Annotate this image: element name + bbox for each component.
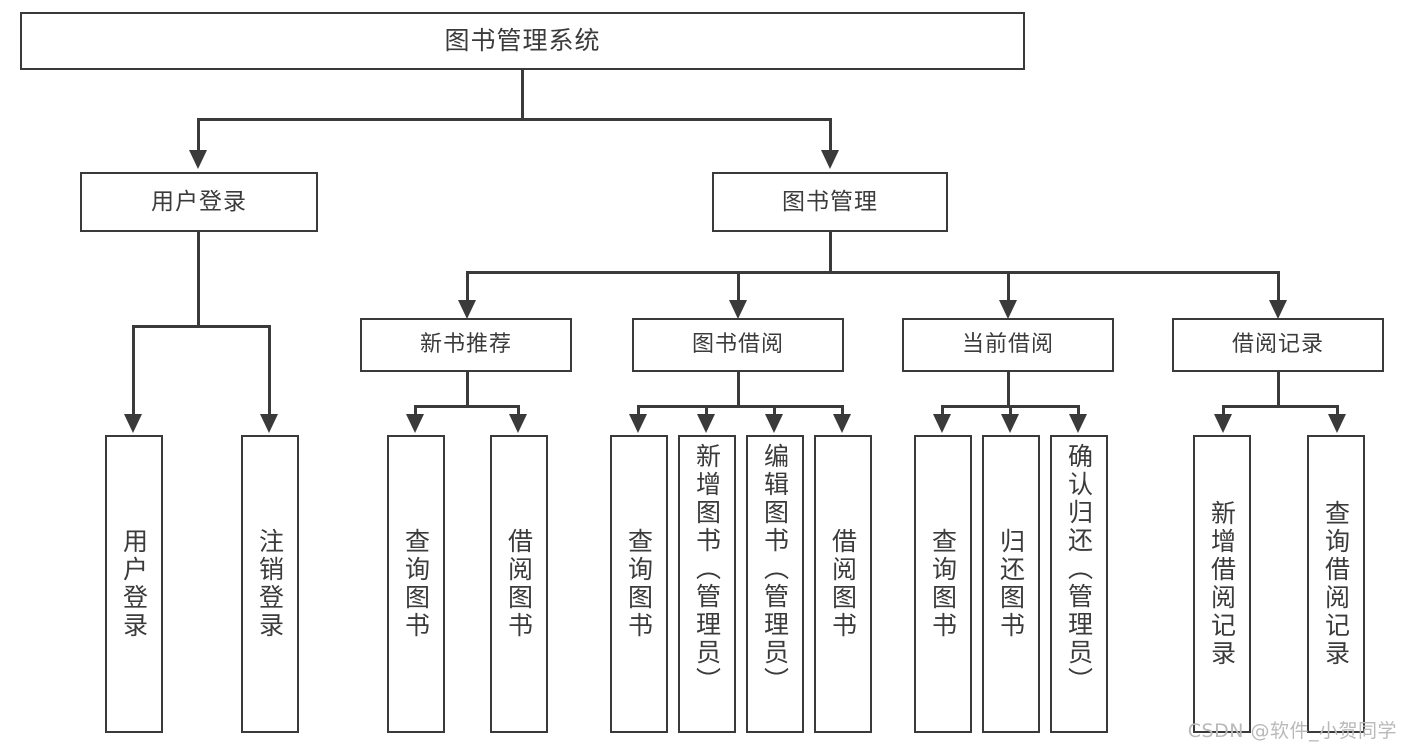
leaf-query-book-recommend[interactable]: 查询图书 [387,435,445,733]
node-current-borrow[interactable]: 当前借阅 [902,318,1114,372]
leaf-return-book[interactable]: 归还图书 [982,435,1040,733]
node-user-login[interactable]: 用户登录 [80,172,318,232]
node-label: 查询图书 [928,528,958,640]
connector-to-leaf-user-login [132,325,135,417]
node-book-management[interactable]: 图书管理 [712,172,948,232]
leaf-query-borrow-record[interactable]: 查询借阅记录 [1307,435,1365,733]
node-label: 用户登录 [119,528,149,640]
arrowhead-book-borrow [729,300,747,319]
arrowhead-bb-leaf-1 [629,414,647,433]
leaf-logout[interactable]: 注销登录 [241,435,299,733]
node-label: 新增图书（管理员） [692,443,722,695]
connector-cb-leaf-2 [1009,405,1012,417]
node-label: 归还图书 [996,528,1026,640]
arrowhead-book-manage [821,150,839,169]
connector-user-login-stem [197,232,200,328]
arrowhead-new-book [458,300,476,319]
node-label: 新增借阅记录 [1207,500,1237,668]
arrowhead-cb-leaf-1 [933,414,951,433]
arrowhead-nb-leaf-1 [406,414,424,433]
leaf-add-borrow-record[interactable]: 新增借阅记录 [1193,435,1251,733]
arrowhead-bb-leaf-2 [697,414,715,433]
node-label: 用户登录 [151,188,247,215]
leaf-borrow-book-recommend[interactable]: 借阅图书 [490,435,548,733]
node-label: 新书推荐 [419,332,512,358]
node-root-system[interactable]: 图书管理系统 [20,12,1025,70]
arrowhead-user-login [189,150,207,169]
connector-borrow-records-stem [1277,372,1280,408]
connector-bb-leaf-1 [637,405,640,417]
node-label: 借阅记录 [1231,332,1324,358]
node-label: 编辑图书（管理员） [760,443,790,695]
connector-br-leaf-2 [1336,405,1339,417]
connector-bb-leaf-2 [705,405,708,417]
leaf-user-login[interactable]: 用户登录 [105,435,163,733]
connector-nb-leaf-2 [517,405,520,417]
node-label: 图书管理系统 [444,25,601,55]
arrowhead-br-leaf-2 [1328,414,1346,433]
arrowhead-current-borrow [999,300,1017,319]
arrowhead-br-leaf-1 [1214,414,1232,433]
connector-level3-bus [466,271,1280,274]
connector-user-login-bus [132,325,270,328]
connector-root-stem [521,70,524,120]
node-label: 确认归还（管理员） [1064,443,1094,695]
arrowhead-nb-leaf-2 [509,414,527,433]
node-label: 借阅图书 [828,528,858,640]
connector-br-leaf-1 [1222,405,1225,417]
node-label: 查询图书 [624,528,654,640]
node-label: 借阅图书 [504,528,534,640]
connector-to-current-borrow [1007,271,1010,303]
leaf-query-book-current[interactable]: 查询图书 [914,435,972,733]
connector-book-borrow-bus [637,405,844,408]
connector-nb-leaf-1 [414,405,417,417]
connector-cb-leaf-1 [941,405,944,417]
node-label: 注销登录 [255,528,285,640]
node-borrow-records[interactable]: 借阅记录 [1172,318,1384,372]
arrowhead-bb-leaf-3 [765,414,783,433]
connector-new-book-stem [466,372,469,408]
leaf-add-book-admin[interactable]: 新增图书（管理员） [678,435,736,733]
connector-level2-bus [197,118,831,121]
node-label: 图书借阅 [691,332,784,358]
connector-to-borrow-records [1277,271,1280,303]
connector-current-borrow-stem [1007,372,1010,408]
arrowhead-borrow-records [1269,300,1287,319]
node-label: 查询图书 [401,528,431,640]
connector-borrow-records-bus [1222,405,1339,408]
leaf-query-book-borrow[interactable]: 查询图书 [610,435,668,733]
node-label: 查询借阅记录 [1321,500,1351,668]
arrowhead-cb-leaf-3 [1069,414,1087,433]
connector-book-borrow-stem [737,372,740,408]
connector-bb-leaf-3 [773,405,776,417]
leaf-confirm-return-admin[interactable]: 确认归还（管理员） [1050,435,1108,733]
node-label: 当前借阅 [961,332,1054,358]
node-book-borrow[interactable]: 图书借阅 [632,318,844,372]
node-label: 图书管理 [782,188,878,215]
watermark-text: CSDN @软件_小贺同学 [1187,720,1397,742]
arrowhead-cb-leaf-2 [1001,414,1019,433]
leaf-borrow-book[interactable]: 借阅图书 [814,435,872,733]
connector-to-book-manage [829,118,832,154]
connector-to-book-borrow [737,271,740,303]
arrowhead-leaf-logout [260,414,278,433]
connector-new-book-bus [414,405,520,408]
connector-bb-leaf-4 [841,405,844,417]
arrowhead-leaf-user-login [124,414,142,433]
leaf-edit-book-admin[interactable]: 编辑图书（管理员） [746,435,804,733]
connector-to-new-book [466,271,469,303]
connector-book-manage-stem [829,232,832,274]
arrowhead-bb-leaf-4 [833,414,851,433]
node-new-book-recommend[interactable]: 新书推荐 [360,318,572,372]
connector-to-leaf-logout [268,325,271,417]
connector-cb-leaf-3 [1077,405,1080,417]
connector-to-user-login [197,118,200,154]
